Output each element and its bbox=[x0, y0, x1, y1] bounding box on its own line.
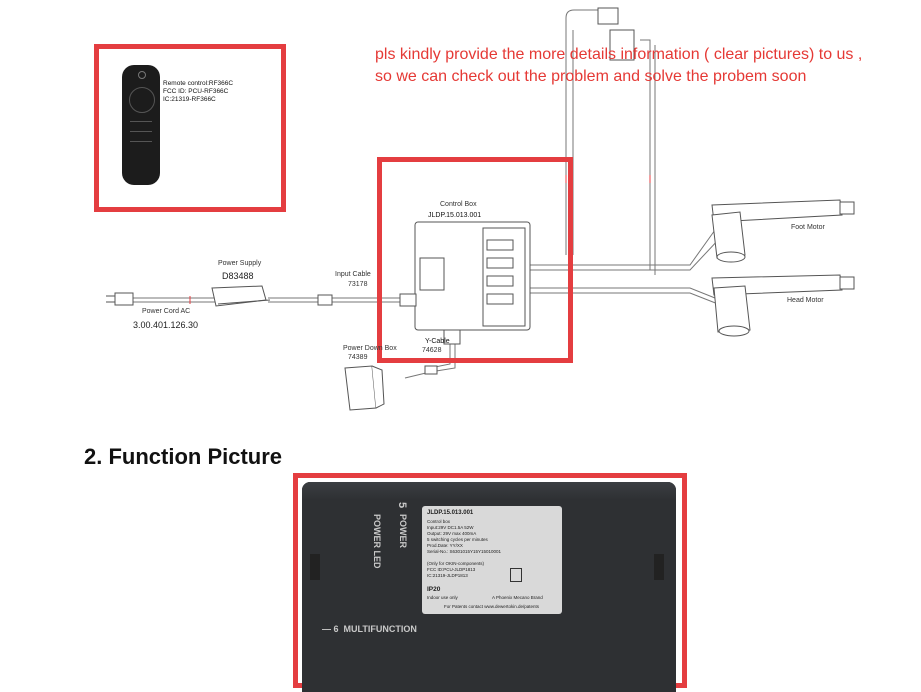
power-down-box-label: Power Down Box bbox=[343, 345, 397, 352]
number-5-label: 5 bbox=[396, 502, 408, 509]
remote-ic: IC:21319-RF366C bbox=[163, 96, 216, 103]
power-label: POWER bbox=[398, 514, 408, 549]
product-sticker: JLDP.15.013.001 Control box Input:29V DC… bbox=[422, 506, 562, 614]
multifunction-text: MULTIFUNCTION bbox=[343, 624, 417, 634]
sticker-line-3: Output: 29V max 400mA bbox=[427, 531, 477, 536]
input-cable-label: Input Cable bbox=[335, 271, 371, 278]
sticker-title: JLDP.15.013.001 bbox=[427, 510, 474, 516]
head-motor-label: Head Motor bbox=[787, 297, 824, 304]
control-box-label: Control Box bbox=[440, 201, 477, 208]
power-led-label: POWER LED bbox=[372, 514, 382, 569]
sticker-brand: A Phoenix Mecano Brand bbox=[492, 595, 543, 600]
section-heading: 2. Function Picture bbox=[84, 444, 283, 469]
power-cord-label: Power Cord AC bbox=[142, 308, 191, 315]
power-supply-code: D83488 bbox=[222, 271, 254, 281]
request-note: pls kindly provide the more details info… bbox=[375, 44, 862, 88]
sticker-line-2: Input:29V DC1.5A 52W bbox=[427, 525, 474, 530]
remote-fcc: FCC ID: PCU-RF366C bbox=[163, 88, 229, 95]
foot-motor-label: Foot Motor bbox=[791, 224, 825, 231]
y-cable-label: Y-Cable bbox=[425, 338, 450, 345]
remote-control-image bbox=[122, 65, 160, 185]
sticker-line-5: Prod.Date: YY/XX bbox=[427, 543, 463, 548]
weee-bin-icon bbox=[510, 568, 522, 582]
remote-highlight-box bbox=[94, 44, 286, 212]
power-supply-icon bbox=[211, 285, 271, 307]
control-box-icon bbox=[414, 221, 531, 331]
sticker-line-1: Control box bbox=[427, 519, 451, 524]
y-cable-code: 74628 bbox=[422, 347, 442, 354]
head-motor-icon bbox=[711, 274, 855, 337]
request-note-line-2: so we can check out the problem and solv… bbox=[375, 68, 807, 85]
power-down-box-icon bbox=[344, 365, 385, 411]
multifunction-label: — 6 MULTIFUNCTION bbox=[322, 624, 417, 634]
plug-icon bbox=[106, 292, 134, 306]
sticker-line-4: 5 switching cycles per minutes bbox=[427, 537, 488, 542]
sticker-line-6: Serial-No.: S6301015Y15Y15010001 bbox=[427, 549, 502, 554]
sticker-ic: IC:21319-JLDP1813 bbox=[427, 573, 468, 578]
top-motor-icon bbox=[597, 7, 635, 61]
sticker-only-for: (Only for OKIN-components) bbox=[427, 561, 485, 566]
sticker-ip: IP20 bbox=[427, 586, 441, 593]
sticker-indoor: Indoor use only bbox=[427, 595, 458, 600]
control-box-photo: POWER LED POWER 5 — 6 MULTIFUNCTION JLDP… bbox=[302, 482, 676, 692]
sticker-fcc: FCC ID:PCU-JLDP1813 bbox=[427, 567, 476, 572]
remote-info: Remote control:RF366C FCC ID: PCU-RF366C… bbox=[163, 80, 233, 104]
power-supply-label: Power Supply bbox=[218, 260, 262, 267]
control-box-highlight-box bbox=[377, 157, 573, 363]
sticker-patents: For Patents contact www.dewertokin.de/pa… bbox=[444, 604, 540, 609]
request-note-line-1: pls kindly provide the more details info… bbox=[375, 46, 863, 63]
number-6-label: 6 bbox=[333, 624, 339, 634]
power-cord-code: 3.00.401.126.30 bbox=[133, 320, 199, 330]
control-box-code: JLDP.15.013.001 bbox=[428, 212, 482, 219]
input-cable-code: 73178 bbox=[348, 281, 368, 288]
remote-model: Remote control:RF366C bbox=[163, 80, 234, 87]
foot-motor-icon bbox=[711, 199, 855, 263]
power-down-box-code: 74389 bbox=[348, 354, 368, 361]
